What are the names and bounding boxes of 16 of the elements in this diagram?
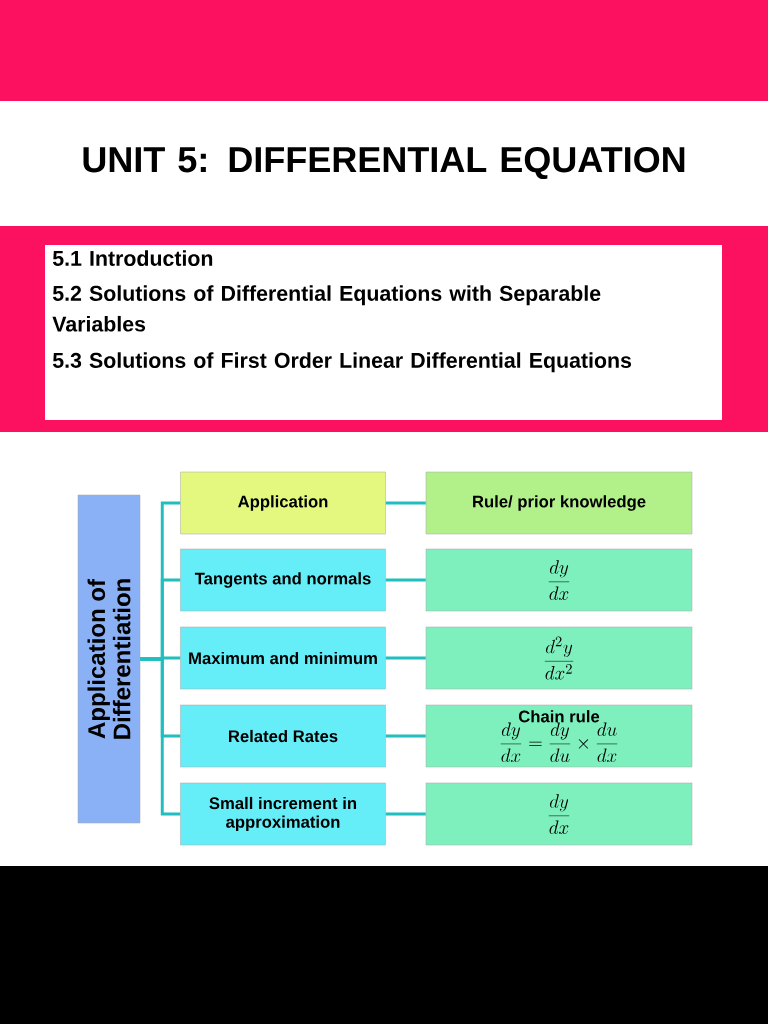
topic-box: Tangents and normals	[180, 548, 386, 612]
connector-line	[385, 812, 426, 816]
topic-box: Related Rates	[180, 704, 386, 768]
title: UNIT 5: DIFFERENTIAL EQUATION	[83, 146, 685, 180]
list-item: 5.1 Introduction	[52, 250, 213, 266]
connector-line	[385, 656, 426, 660]
topic-box: Application	[180, 471, 386, 535]
connector-line	[140, 657, 181, 816]
connector-line	[385, 501, 426, 505]
connector-line	[385, 578, 426, 582]
topic-box: Maximum and minimum	[180, 626, 386, 690]
title-bar: Application of Differentiation	[77, 494, 141, 824]
list-item: 5.2 Solutions of Differential Equations with Separable Variables	[52, 285, 601, 332]
list-item: 5.3 Solutions of First Order Linear Differential Equations	[52, 352, 632, 373]
topic-box: Small increment in approximation	[180, 782, 386, 846]
connector-line	[385, 734, 426, 738]
